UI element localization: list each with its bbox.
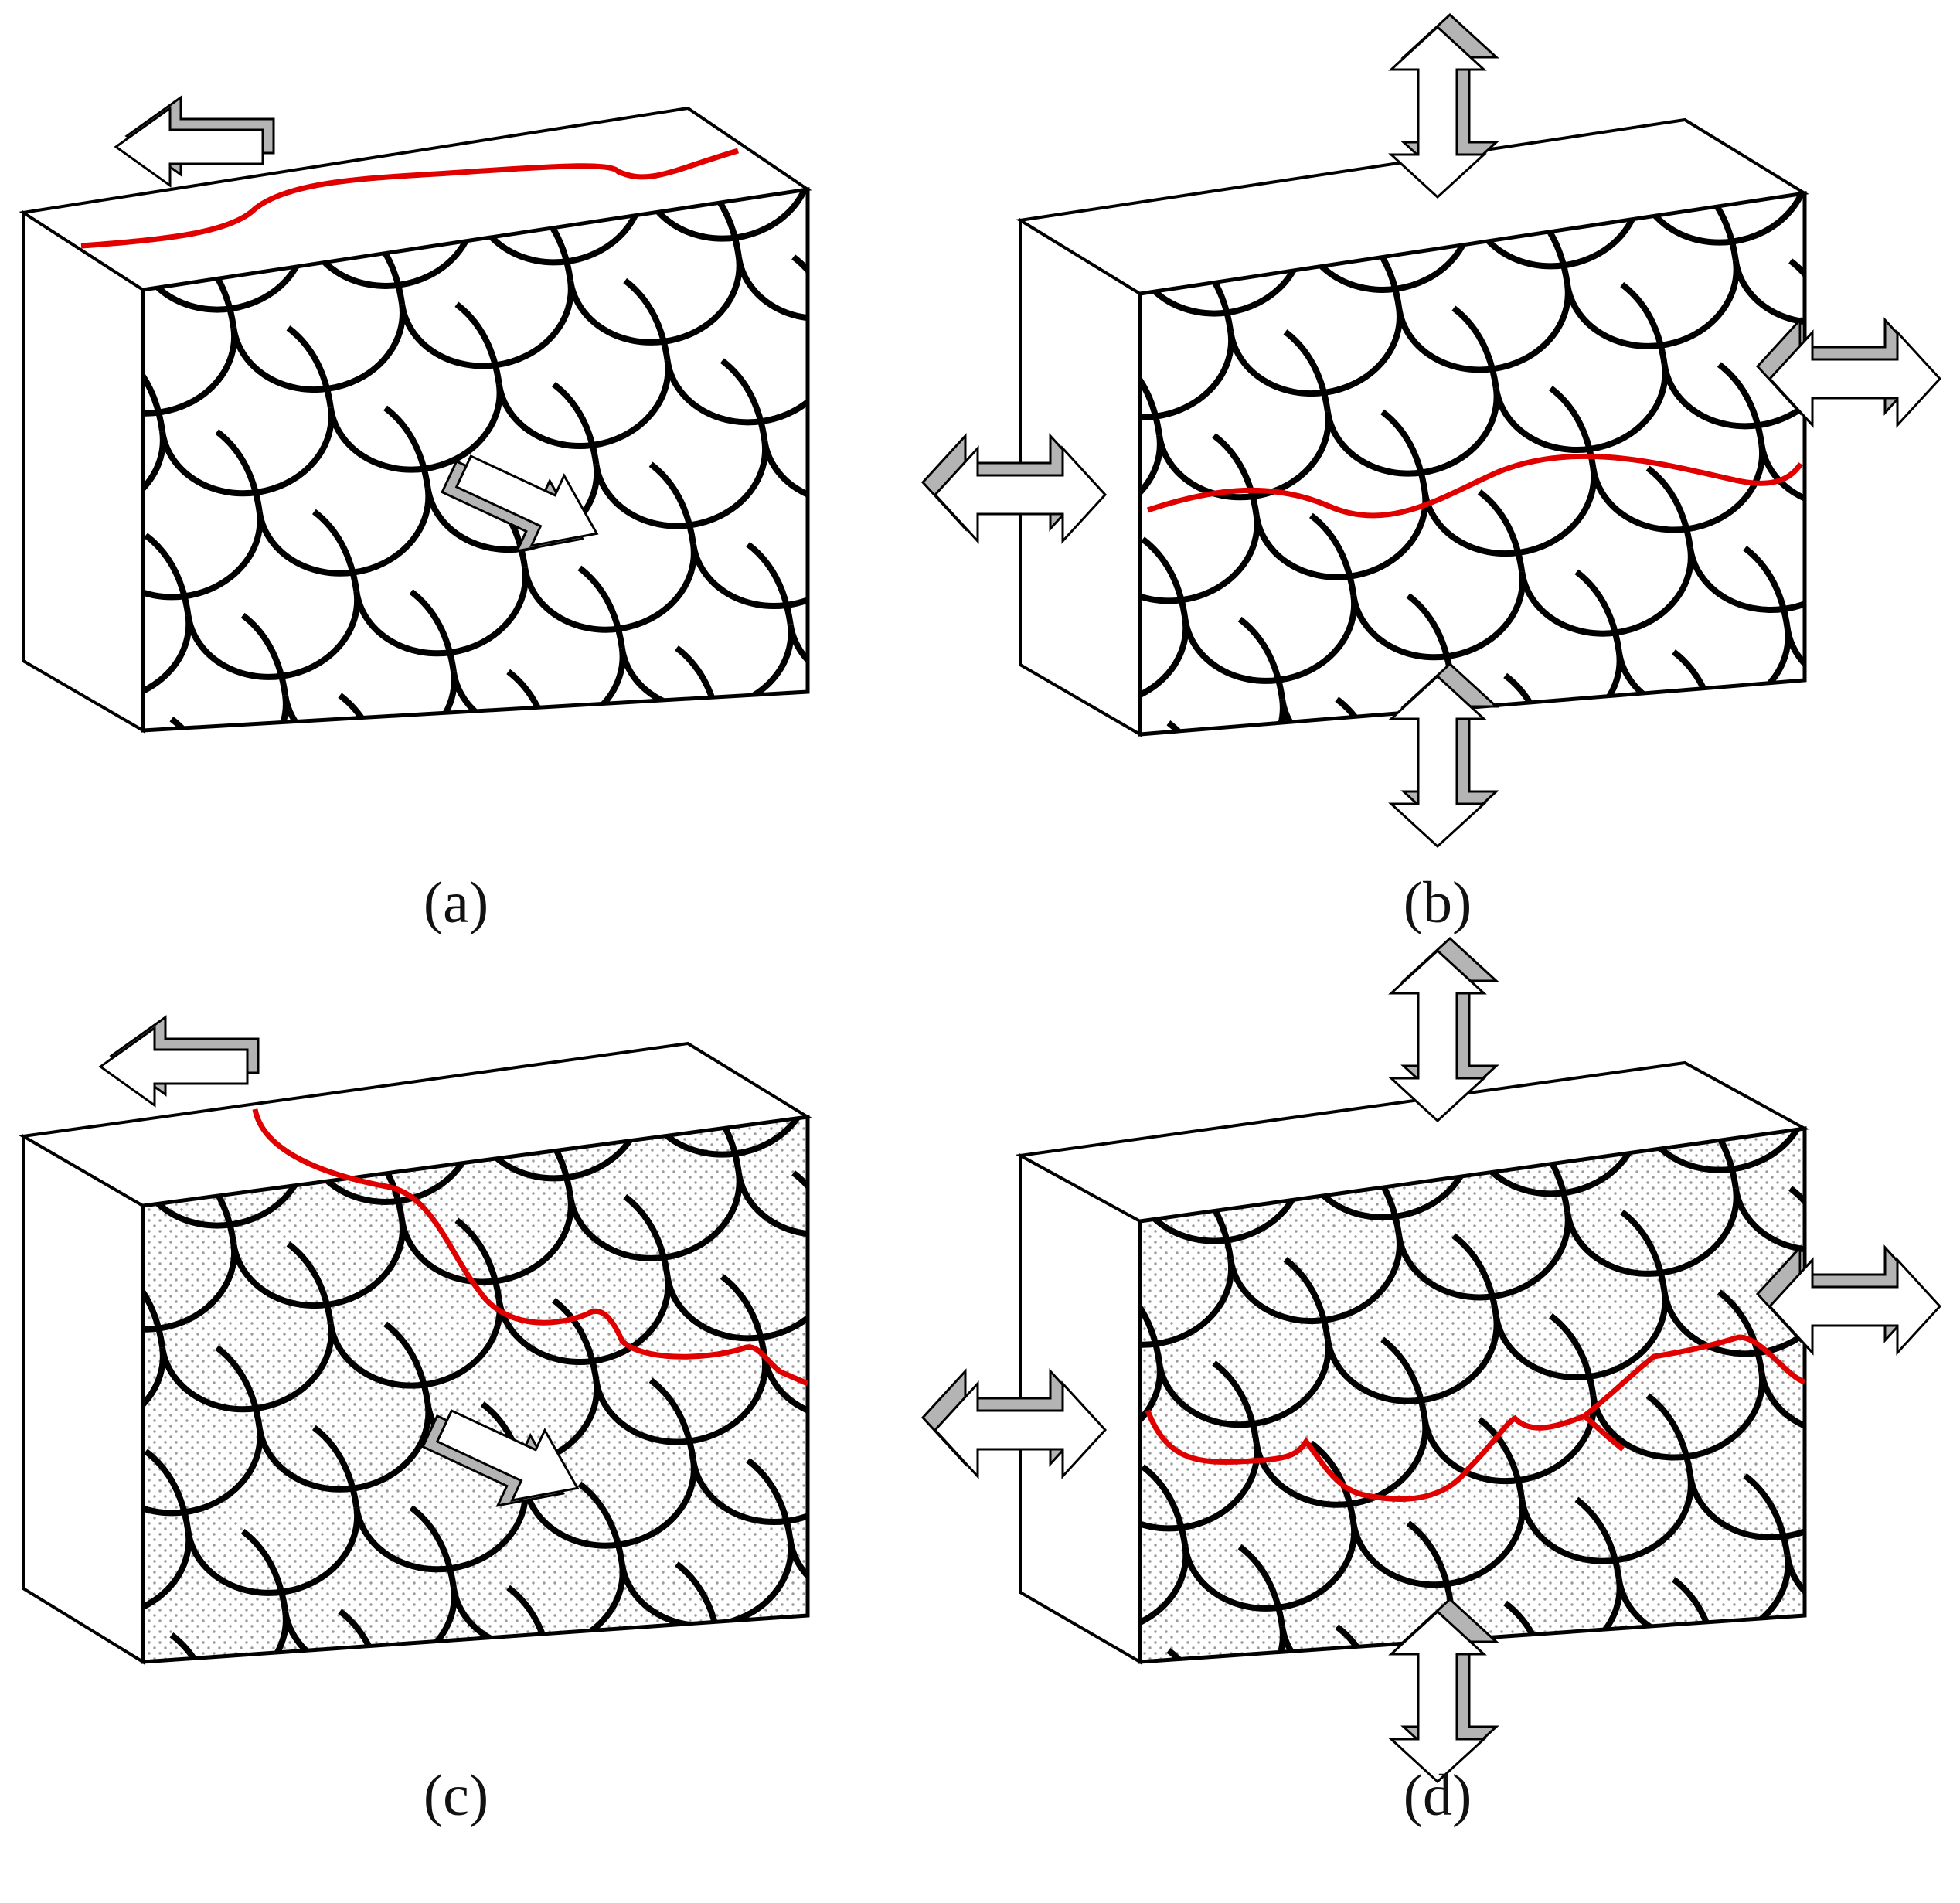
panel-a-caption: (a) bbox=[423, 870, 489, 935]
panel-c bbox=[18, 1016, 812, 1665]
top-arrow-a bbox=[114, 96, 275, 187]
top-arrow-c bbox=[99, 1016, 260, 1107]
block-front-face bbox=[141, 1115, 809, 1664]
panel-b-caption: (b) bbox=[1403, 870, 1472, 935]
crack-path bbox=[1146, 453, 1803, 519]
crack-path bbox=[252, 1108, 809, 1387]
panel-a bbox=[19, 96, 812, 734]
panel-b bbox=[921, 13, 1941, 848]
block-side-face bbox=[22, 209, 145, 734]
block-side-face bbox=[22, 1133, 145, 1665]
panel-c-caption: (c) bbox=[423, 1763, 489, 1828]
panel-d-caption: (d) bbox=[1403, 1763, 1472, 1828]
crack-path bbox=[80, 148, 739, 249]
panel-d bbox=[921, 937, 1941, 1783]
crack-path bbox=[1145, 1334, 1806, 1502]
